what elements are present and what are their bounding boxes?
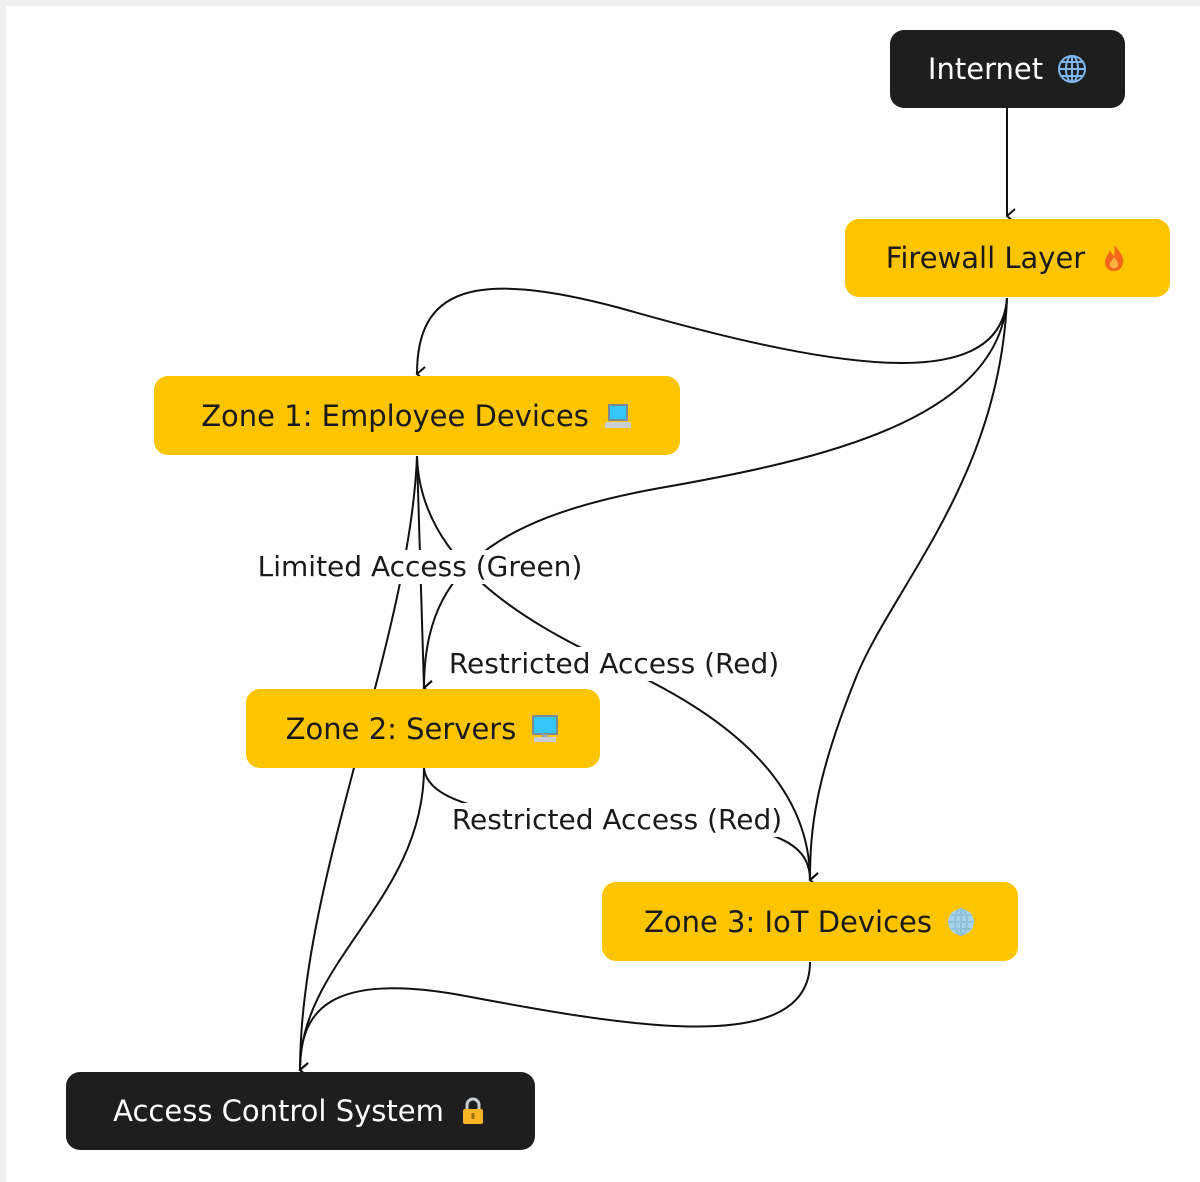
edge-label-restricted-access-zone1: Restricted Access (Red): [445, 647, 783, 681]
node-label: Access Control System: [113, 1094, 444, 1128]
node-internet[interactable]: Internet: [890, 30, 1125, 108]
node-label: Internet: [927, 52, 1044, 86]
node-zone3[interactable]: Zone 3: IoT Devices: [602, 882, 1018, 961]
node-label: Zone 2: Servers: [285, 711, 517, 746]
node-zone1[interactable]: Zone 1: Employee Devices: [154, 376, 680, 455]
node-label: Zone 1: Employee Devices: [201, 398, 589, 433]
lock-icon: [462, 1097, 483, 1124]
edge-label-restricted-access-zone2: Restricted Access (Red): [448, 803, 786, 837]
edge-firewall-zone2: [422, 297, 1008, 696]
edge-label-limited-access: Limited Access (Green): [254, 550, 586, 584]
edge-firewall-zone1: [415, 287, 1008, 382]
diagram-canvas: [6, 6, 1200, 1182]
globe-icon: [948, 907, 974, 936]
edge-zone2-access: [298, 767, 425, 1078]
laptop-icon: [604, 403, 631, 428]
fire-icon: [1105, 245, 1124, 271]
edge-firewall-zone3: [808, 297, 1008, 888]
node-zone2[interactable]: Zone 2: Servers: [246, 689, 600, 768]
edge-zone3-access: [298, 961, 811, 1078]
desktop-computer-icon: [532, 714, 559, 742]
node-label: Zone 3: IoT Devices: [643, 904, 932, 939]
node-firewall[interactable]: Firewall Layer: [845, 219, 1170, 297]
node-access-control[interactable]: Access Control System: [66, 1072, 535, 1150]
node-label: Firewall Layer: [885, 241, 1086, 275]
globe-icon: [1058, 55, 1087, 83]
